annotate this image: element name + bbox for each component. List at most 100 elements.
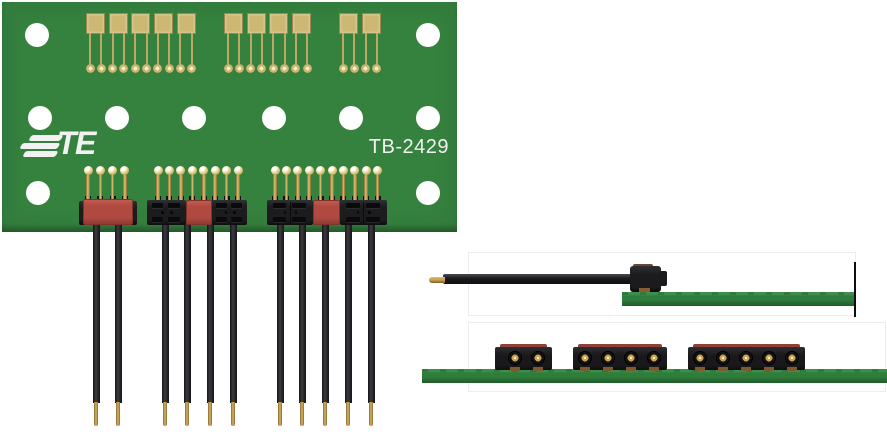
connector-contact	[740, 352, 752, 364]
connector-slot	[216, 217, 227, 222]
pad-trace	[122, 33, 125, 65]
edge-connector-block	[495, 347, 552, 370]
connector-dot	[224, 211, 228, 214]
connector-pin-shaft	[167, 175, 172, 203]
connector-pin-ball	[108, 166, 118, 175]
connector-contact	[694, 352, 706, 364]
block-seam	[363, 202, 364, 223]
pad-trace	[249, 33, 252, 65]
connector-pin-shaft	[364, 175, 368, 203]
wire-tip	[369, 402, 373, 426]
through-hole-pad	[338, 64, 348, 73]
connector-dot	[233, 211, 236, 214]
contact-foot	[649, 367, 659, 371]
connector-pin-ball	[187, 166, 197, 175]
connector-dot	[356, 211, 360, 214]
mounting-hole	[182, 106, 206, 130]
mounting-hole	[28, 106, 52, 130]
smt-pad	[131, 13, 151, 34]
connector-slot	[151, 203, 164, 208]
contact-foot	[695, 367, 705, 371]
through-hole-pad	[372, 64, 382, 73]
through-hole-pad	[291, 64, 301, 73]
smt-pad	[224, 13, 244, 34]
connector-dot	[283, 211, 287, 214]
wire-connector-side-view	[630, 266, 661, 292]
panel-divider-line	[854, 262, 856, 317]
through-hole-pad	[175, 64, 185, 73]
connector-pin-ball	[293, 166, 303, 175]
connector-pin-ball	[233, 166, 243, 175]
mounting-hole	[26, 181, 50, 205]
connector-pin-ball	[338, 166, 348, 175]
connector-slot	[216, 203, 227, 208]
through-hole-pad	[85, 64, 95, 73]
connector-pin-shaft	[375, 175, 380, 203]
test-lead-wire	[276, 224, 284, 403]
connector-dot	[368, 211, 371, 214]
connector-pin-ball	[120, 166, 130, 175]
connector-pin-ball	[95, 166, 105, 175]
connector-contact	[786, 352, 798, 364]
wire-connector-black	[340, 200, 387, 225]
wire-tip-side-view	[429, 277, 445, 283]
mounting-hole	[416, 23, 440, 47]
wire-connector-black	[267, 200, 313, 225]
wire-tip	[94, 402, 98, 426]
pad-trace	[168, 33, 171, 65]
edge-connector-block	[688, 347, 805, 370]
connector-pin-shaft	[202, 175, 206, 203]
connector-contact	[717, 352, 729, 364]
test-lead-wire	[183, 224, 191, 403]
test-lead-wire	[206, 224, 214, 403]
pad-trace	[227, 33, 229, 65]
wire-connector-black	[147, 200, 186, 225]
side-view-panel-bottom	[468, 322, 886, 392]
pad-trace	[89, 33, 91, 65]
connector-pin-ball	[361, 166, 371, 175]
connector-contact	[509, 352, 521, 364]
connector-pin-shaft	[98, 175, 103, 203]
wire-tip	[208, 402, 212, 426]
connector-contact	[532, 352, 544, 364]
connector-slot	[231, 203, 242, 208]
pad-trace	[294, 33, 297, 65]
connector-pin-ball	[350, 166, 360, 175]
wire-tip	[116, 402, 120, 426]
through-hole-pad	[119, 64, 129, 73]
connector-slot	[272, 217, 287, 222]
connector-pin-shaft	[224, 175, 229, 203]
board-part-number: TB-2429	[368, 136, 449, 158]
through-hole-pad	[187, 64, 197, 73]
pad-trace	[190, 33, 193, 65]
test-lead-wire	[321, 224, 329, 403]
pad-trace	[238, 33, 241, 65]
through-hole-pad	[234, 64, 244, 73]
connector-pin-shaft	[341, 175, 346, 203]
connector-pin-shaft	[318, 175, 323, 203]
pad-trace	[306, 33, 309, 65]
connector-pin-ball	[316, 166, 326, 175]
contact-foot	[510, 367, 520, 371]
connector-contact	[579, 352, 591, 364]
connector-pin-shaft	[123, 175, 127, 203]
test-lead-wire	[229, 224, 237, 403]
pad-trace	[353, 33, 356, 65]
connector-pin-shaft	[284, 175, 289, 203]
connector-pin-ball	[270, 166, 280, 175]
connector-pin-shaft	[156, 175, 160, 203]
connector-pin-ball	[327, 166, 337, 175]
pad-trace	[260, 33, 263, 65]
contact-foot	[626, 367, 636, 371]
connector-slot	[365, 203, 380, 208]
connector-pin-shaft	[190, 175, 195, 203]
connector-pin-ball	[222, 166, 232, 175]
connector-pin-ball	[83, 166, 93, 175]
through-hole-pad	[361, 64, 371, 73]
mounting-hole	[339, 106, 363, 130]
smt-pad	[108, 13, 128, 34]
pad-trace	[156, 33, 159, 65]
mounting-hole	[105, 106, 129, 130]
mounting-hole	[25, 23, 49, 47]
connector-pin-shaft	[296, 175, 300, 203]
